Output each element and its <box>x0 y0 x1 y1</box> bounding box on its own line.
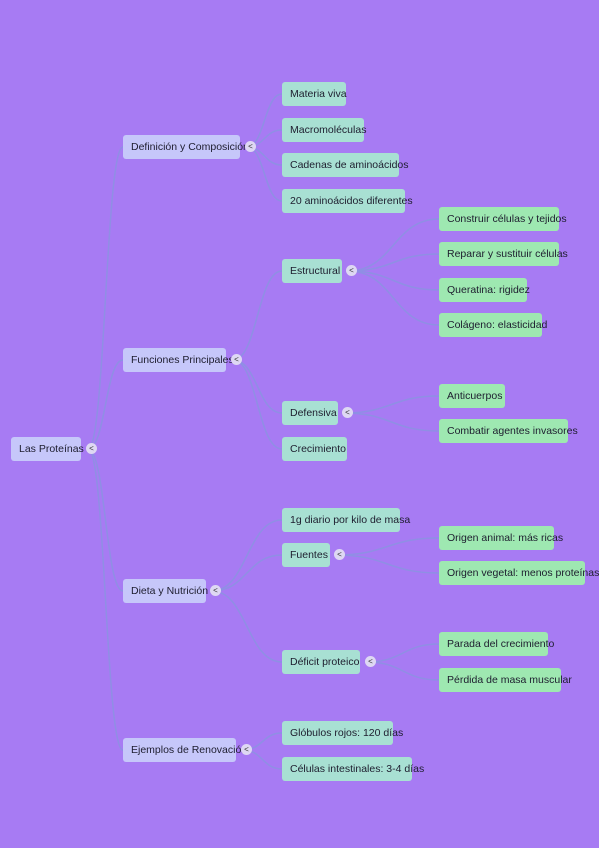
branch-funciones[interactable]: Funciones Principales <box>123 348 234 372</box>
branch-dieta[interactable]: Dieta y Nutrición <box>123 579 208 603</box>
connector-line <box>87 146 124 450</box>
connector-line <box>211 590 283 663</box>
topic-macromoleculas[interactable]: Macromoléculas <box>282 118 366 142</box>
topic-estructural[interactable]: Estructural <box>282 259 342 283</box>
topic-anticuerpos[interactable]: Anticuerpos <box>439 384 505 408</box>
topic-deficit-proteico[interactable]: Déficit proteico <box>282 650 360 674</box>
topic-crecimiento[interactable]: Crecimiento <box>282 437 347 461</box>
collapse-toggle-deficit[interactable]: < <box>365 656 376 667</box>
connector-line <box>347 270 440 326</box>
topic-globulos-rojos[interactable]: Glóbulos rojos: 120 días <box>282 721 403 745</box>
connector-line <box>87 448 124 592</box>
collapse-toggle-definicion[interactable]: < <box>245 141 256 152</box>
connector-line <box>343 412 440 432</box>
connector-line <box>211 519 283 592</box>
topic-1g-diario[interactable]: 1g diario por kilo de masa <box>282 508 410 532</box>
topic-queratina[interactable]: Queratina: rigidez <box>439 278 530 302</box>
topic-construir-celulas[interactable]: Construir células y tejidos <box>439 207 567 231</box>
topic-cadenas-aminoacidos[interactable]: Cadenas de aminoácidos <box>282 153 409 177</box>
connector-line <box>366 643 440 663</box>
collapse-toggle-funciones[interactable]: < <box>231 354 242 365</box>
topic-defensiva[interactable]: Defensiva <box>282 401 338 425</box>
connector-line <box>343 395 440 414</box>
connector-line <box>366 661 440 681</box>
connector-line <box>87 448 124 751</box>
topic-combatir-agentes[interactable]: Combatir agentes invasores <box>439 419 578 443</box>
collapse-toggle-defensiva[interactable]: < <box>342 407 353 418</box>
connector-line <box>335 554 440 574</box>
collapse-toggle-ejemplos[interactable]: < <box>241 744 252 755</box>
topic-perdida-masa[interactable]: Pérdida de masa muscular <box>439 668 572 692</box>
collapse-toggle-estructural[interactable]: < <box>346 265 357 276</box>
connector-line <box>347 270 440 291</box>
topic-origen-animal[interactable]: Origen animal: más ricas <box>439 526 563 550</box>
branch-ejemplos[interactable]: Ejemplos de Renovación <box>123 738 247 762</box>
connector-line <box>211 554 283 592</box>
connector-line <box>232 359 283 450</box>
connector-line <box>232 270 283 361</box>
topic-reparar-celulas[interactable]: Reparar y sustituir células <box>439 242 568 266</box>
connector-line <box>347 253 440 272</box>
collapse-toggle-fuentes[interactable]: < <box>334 549 345 560</box>
topic-celulas-intestinales[interactable]: Células intestinales: 3-4 días <box>282 757 424 781</box>
topic-materia-viva[interactable]: Materia viva <box>282 82 347 106</box>
topic-fuentes[interactable]: Fuentes <box>282 543 330 567</box>
connector-line <box>347 218 440 272</box>
topic-colageno[interactable]: Colágeno: elasticidad <box>439 313 547 337</box>
topic-origen-vegetal[interactable]: Origen vegetal: menos proteínas <box>439 561 599 585</box>
topic-20-aminoacidos[interactable]: 20 aminoácidos diferentes <box>282 189 413 213</box>
root-node[interactable]: Las Proteínas <box>11 437 84 461</box>
topic-parada-crecimiento[interactable]: Parada del crecimiento <box>439 632 554 656</box>
collapse-toggle-root[interactable]: < <box>86 443 97 454</box>
connector-line <box>335 537 440 556</box>
collapse-toggle-dieta[interactable]: < <box>210 585 221 596</box>
branch-definicion[interactable]: Definición y Composición <box>123 135 249 159</box>
